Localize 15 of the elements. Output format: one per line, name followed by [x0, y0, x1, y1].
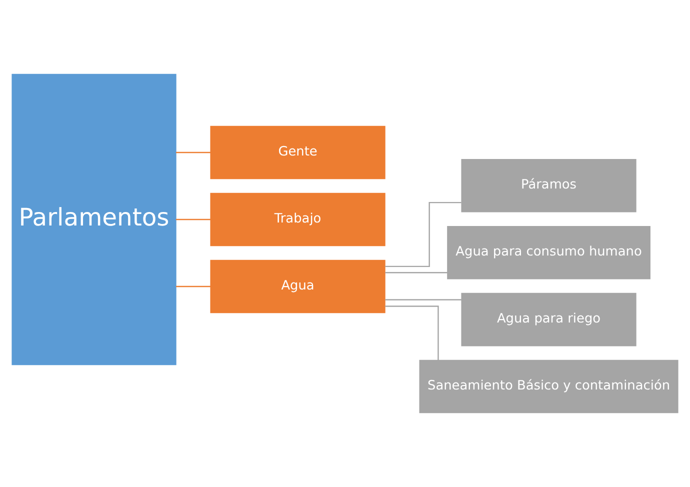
connector: [176, 218, 211, 220]
node-box: Gente: [210, 126, 386, 180]
connector: [176, 152, 211, 154]
connector: [385, 299, 462, 300]
node-box: Agua: [210, 260, 386, 314]
node-box: Páramos: [461, 158, 636, 212]
node-box: Agua para riego: [461, 292, 636, 346]
node-box: Agua para consumo humano: [447, 226, 650, 280]
connector: [385, 272, 448, 274]
connector: [176, 286, 211, 288]
connector: [385, 202, 462, 268]
node-box: Saneamiento Básico y contaminación: [419, 360, 678, 414]
connector: [385, 306, 439, 360]
node-box: Trabajo: [210, 192, 386, 246]
node-box: Parlamentos: [12, 74, 176, 366]
